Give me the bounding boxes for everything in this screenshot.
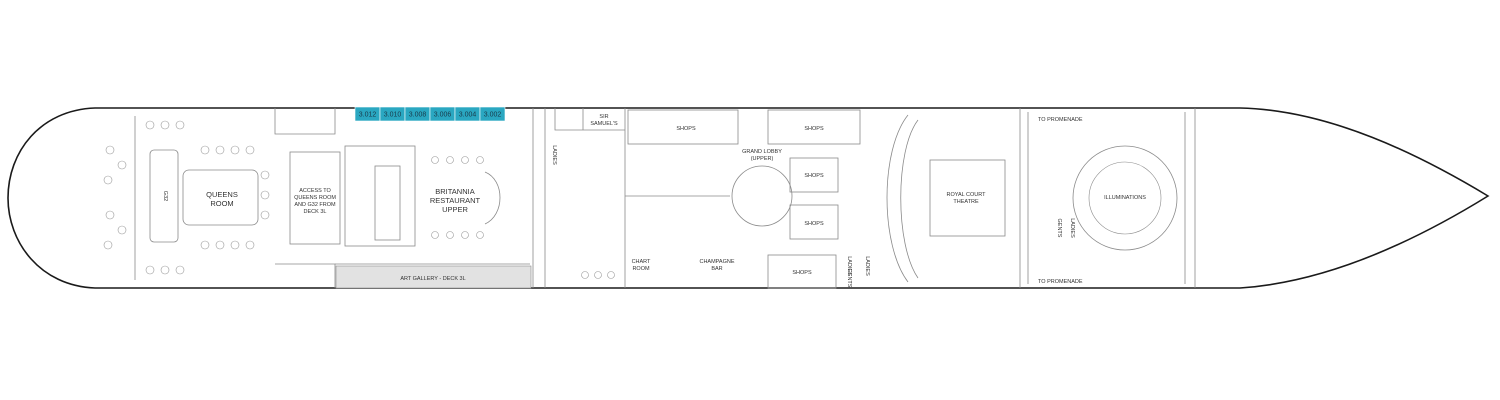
britannia-label: RESTAURANT <box>430 196 481 205</box>
access-note: AND G32 FROM <box>294 202 336 208</box>
grand-lobby-rotunda <box>731 165 793 227</box>
royal-court-label: THEATRE <box>953 199 979 205</box>
chart-room-label: CHART <box>632 259 651 265</box>
queens-room-label: QUEENS <box>206 190 238 199</box>
g32-room <box>149 149 179 243</box>
champagne-bar-label: CHAMPAGNE <box>699 259 734 265</box>
cabin-number: 3.010 <box>384 112 402 119</box>
queens-room-label: ROOM <box>210 199 233 208</box>
gents-label: GENTS <box>846 269 852 288</box>
theatre-seating <box>886 114 919 283</box>
shops <box>627 109 861 289</box>
cabin-number: 3.002 <box>484 112 502 119</box>
interior-walls <box>134 107 1196 288</box>
britannia-label: UPPER <box>442 205 468 214</box>
shops-label: SHOPS <box>804 126 824 132</box>
britannia-stair <box>484 171 501 225</box>
shops-label: SHOPS <box>804 221 824 227</box>
to-promenade-label: TO PROMENADE <box>1038 117 1083 123</box>
sir-samuels-label: SIR <box>599 114 608 120</box>
cabin-number: 3.006 <box>434 112 452 119</box>
shops-label: SHOPS <box>676 126 696 132</box>
illuminations-label: ILLUMINATIONS <box>1104 195 1146 201</box>
shops-label: SHOPS <box>792 270 812 276</box>
g32-label: G32 <box>162 191 168 201</box>
shops-label: SHOPS <box>804 173 824 179</box>
access-note: QUEENS ROOM <box>294 195 336 201</box>
champagne-bar-label: BAR <box>711 266 722 272</box>
art-gallery-label: ART GALLERY - DECK 3L <box>400 276 465 282</box>
grand-lobby-label: (UPPER) <box>751 156 774 162</box>
access-note: ACCESS TO <box>299 188 331 194</box>
sir-samuels-label: SAMUEL'S <box>590 121 618 127</box>
ladies-label: LADIES <box>551 145 557 165</box>
ladies-label: LADIES <box>1069 218 1075 238</box>
britannia-label: BRITANNIA <box>435 187 474 196</box>
cabin-strip: 3.012 3.010 3.008 3.006 3.004 3.002 <box>354 106 506 122</box>
illuminations-dome <box>1072 145 1178 251</box>
access-note: DECK 3L <box>304 209 327 215</box>
to-promenade-label: TO PROMENADE <box>1038 279 1083 285</box>
cabin-number: 3.004 <box>459 112 477 119</box>
grand-lobby-label: GRAND LOBBY <box>742 149 782 155</box>
illuminations-dome-inner <box>1088 161 1162 235</box>
theatre-stage <box>929 159 1006 237</box>
queens-room-floor <box>182 169 259 226</box>
ship-hull <box>7 107 1490 289</box>
chart-room-label: ROOM <box>632 266 650 272</box>
royal-court-label: ROYAL COURT <box>946 192 986 198</box>
table-groups <box>103 120 615 279</box>
cabin-number: 3.012 <box>359 112 377 119</box>
art-gallery-strip <box>335 265 532 289</box>
cabin-number: 3.008 <box>409 112 427 119</box>
cabin-cell <box>479 106 506 122</box>
ladies-label: LADIES <box>846 256 852 276</box>
gents-label: GENTS <box>1056 219 1062 238</box>
ladies-label: LADIES <box>864 256 870 276</box>
